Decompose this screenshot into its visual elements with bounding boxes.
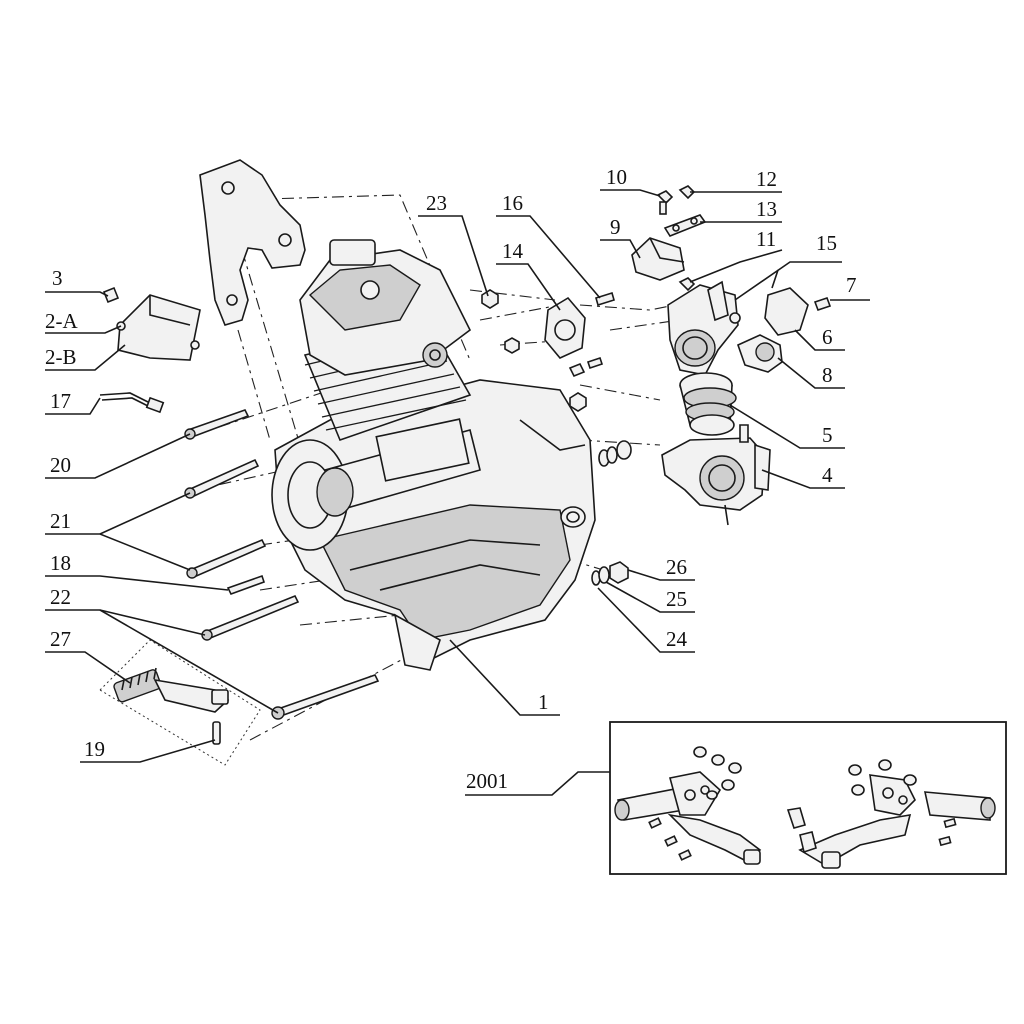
leader-lines bbox=[45, 189, 870, 796]
label-21: 21 bbox=[50, 509, 71, 533]
label-19: 19 bbox=[84, 737, 105, 761]
engine-block bbox=[271, 239, 596, 671]
label-4: 4 bbox=[822, 463, 833, 487]
head-nuts bbox=[504, 337, 604, 412]
label-7: 7 bbox=[846, 273, 857, 297]
callout-labels: 3 2-A 2-B 17 20 21 18 22 27 19 23 16 14 … bbox=[45, 165, 857, 793]
part-8 bbox=[737, 334, 783, 373]
label-20: 20 bbox=[50, 453, 71, 477]
bolt-16 bbox=[595, 291, 615, 307]
throttle-body-4 bbox=[661, 424, 771, 526]
bolt-3 bbox=[102, 286, 120, 304]
bolt-19 bbox=[212, 721, 221, 745]
label-8: 8 bbox=[822, 363, 833, 387]
label-26: 26 bbox=[666, 555, 687, 579]
label-1: 1 bbox=[538, 690, 549, 714]
label-25: 25 bbox=[666, 587, 687, 611]
stud-nuts bbox=[598, 440, 632, 467]
wire-lead-17 bbox=[99, 392, 165, 414]
label-10: 10 bbox=[606, 165, 627, 189]
sensor-9 bbox=[631, 237, 685, 281]
intake-boot-5 bbox=[679, 372, 737, 436]
label-27: 27 bbox=[50, 627, 71, 651]
label-9: 9 bbox=[610, 215, 621, 239]
gasket-14 bbox=[544, 296, 586, 359]
label-17: 17 bbox=[50, 389, 71, 413]
label-5: 5 bbox=[822, 423, 833, 447]
label-12: 12 bbox=[756, 167, 777, 191]
label-15: 15 bbox=[816, 231, 837, 255]
washers-24-25-26 bbox=[591, 561, 629, 586]
assembly-guide-lines bbox=[194, 174, 701, 741]
label-16: 16 bbox=[502, 191, 523, 215]
inset-2001-footrests bbox=[609, 721, 1007, 875]
label-2-b: 2-B bbox=[45, 345, 77, 369]
label-2001: 2001 bbox=[466, 769, 508, 793]
mounting-bracket bbox=[199, 159, 306, 326]
label-24: 24 bbox=[666, 627, 688, 651]
label-14: 14 bbox=[502, 239, 524, 263]
part-7 bbox=[813, 296, 832, 312]
label-23: 23 bbox=[426, 191, 447, 215]
label-13: 13 bbox=[756, 197, 777, 221]
label-11: 11 bbox=[756, 227, 776, 251]
label-6: 6 bbox=[822, 325, 833, 349]
label-3: 3 bbox=[52, 266, 63, 290]
part-6 bbox=[764, 269, 809, 336]
kick-starter-27 bbox=[99, 639, 261, 766]
label-18: 18 bbox=[50, 551, 71, 575]
label-2-a: 2-A bbox=[45, 309, 78, 333]
cdi-module bbox=[116, 294, 201, 361]
nut-23 bbox=[481, 289, 499, 309]
label-22: 22 bbox=[50, 585, 71, 609]
intake-manifold-15 bbox=[667, 280, 741, 376]
